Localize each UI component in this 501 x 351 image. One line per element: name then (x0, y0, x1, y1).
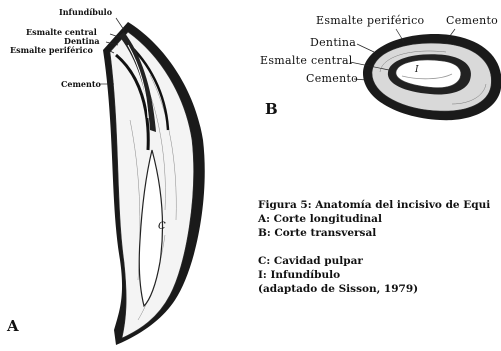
caption-title: Figura 5: Anatomía del incisivo de Equi (258, 198, 490, 212)
label-esmalte-periferico-a: Esmalte periférico (10, 46, 93, 54)
label-dentina-b: Dentina (310, 37, 356, 48)
label-esmalte-central-a: Esmalte central (26, 28, 97, 36)
label-cemento-a: Cemento (61, 80, 101, 88)
figure-caption: Figura 5: Anatomía del incisivo de Equi … (258, 198, 490, 296)
label-pulp-c: C (158, 222, 166, 232)
label-infundibulo-i: I (415, 66, 419, 75)
panel-letter-b: B (265, 100, 278, 118)
caption-line-i: I: Infundíbulo (258, 268, 490, 282)
label-dentina-a: Dentina (64, 37, 100, 45)
label-infundibulo-a: Infundíbulo (59, 8, 112, 16)
caption-line-c: C: Cavidad pulpar (258, 254, 490, 268)
transverse-section (350, 29, 501, 120)
caption-line-b: B: Corte transversal (258, 226, 490, 240)
panel-letter-a: A (7, 317, 19, 335)
label-esmalte-periferico-b: Esmalte periférico (316, 15, 424, 26)
caption-source: (adaptado de Sisson, 1979) (258, 282, 490, 296)
label-cemento-left-b: Cemento (306, 73, 358, 84)
longitudinal-section (99, 18, 205, 345)
caption-line-a: A: Corte longitudinal (258, 212, 490, 226)
label-esmalte-central-b: Esmalte central (260, 55, 353, 66)
label-cemento-top-b: Cemento (446, 15, 498, 26)
caption-spacer (258, 240, 490, 254)
